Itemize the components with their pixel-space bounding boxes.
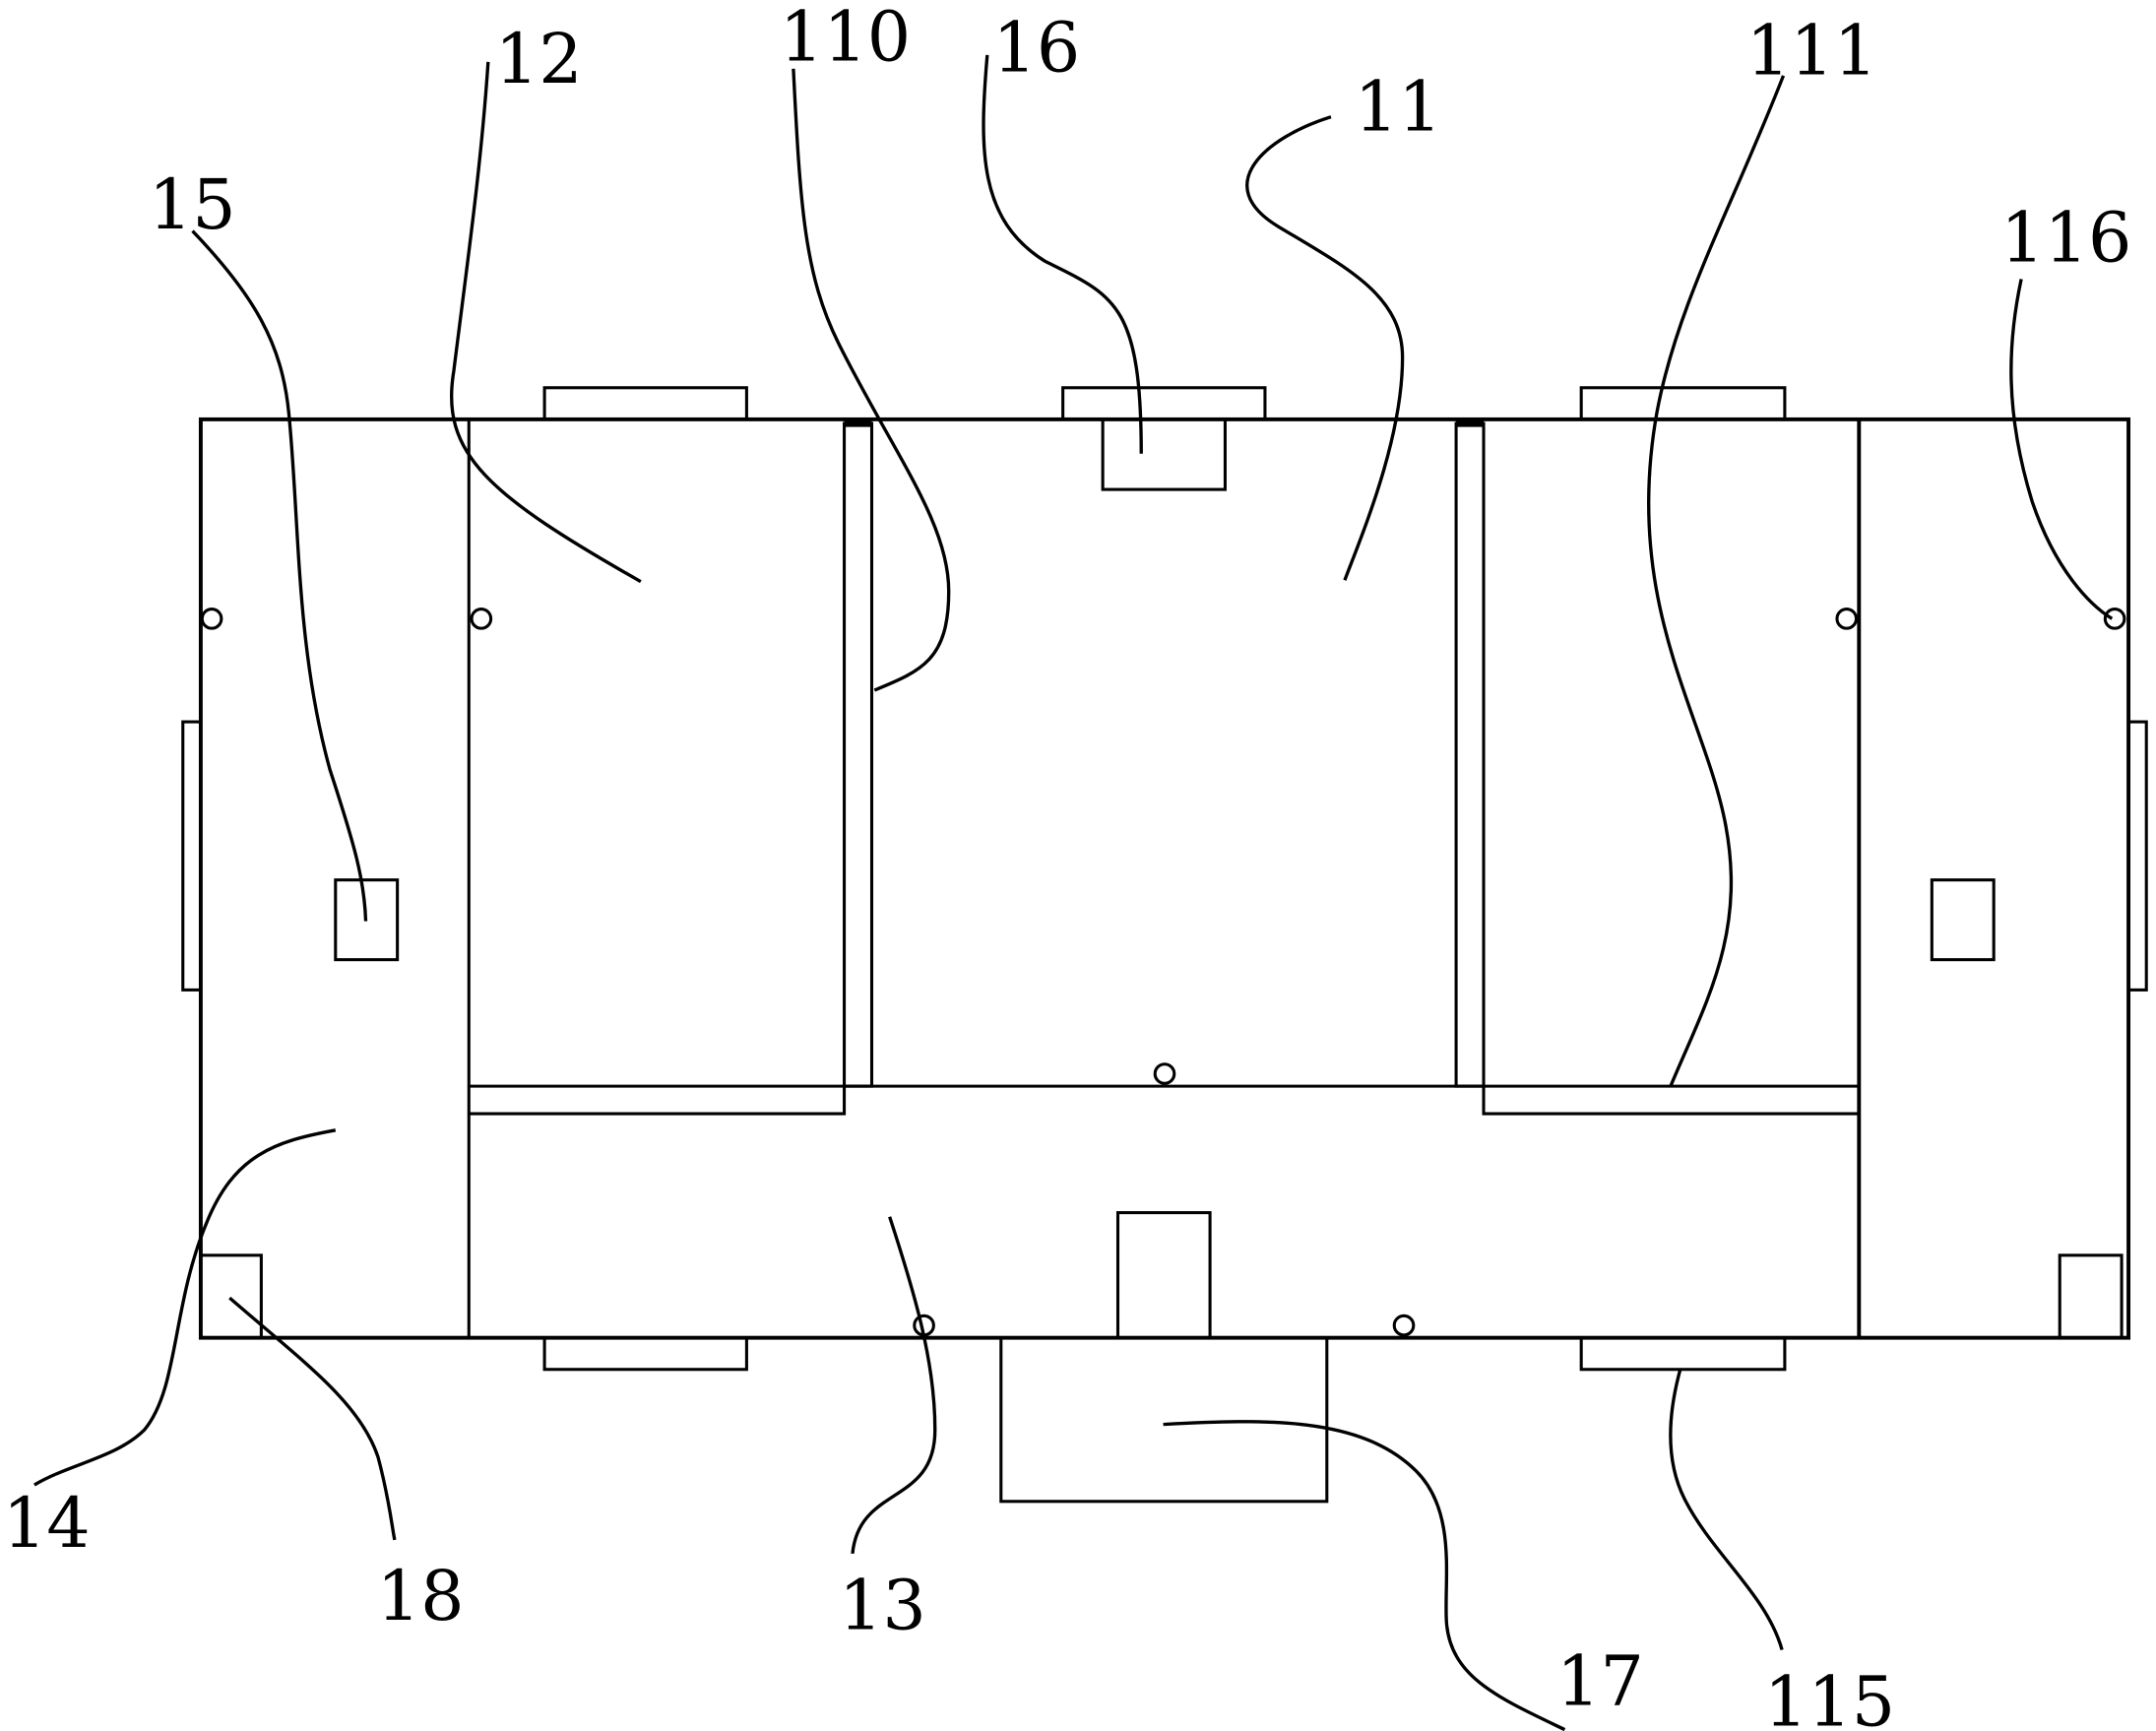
component-15 (334, 878, 400, 962)
label-110: 110 (780, 0, 911, 77)
leader-13 (851, 1216, 937, 1555)
rail-left-lower (469, 1086, 847, 1116)
side-tab-right (2126, 720, 2148, 992)
slot-right (1454, 421, 1486, 1088)
center-block (1115, 1211, 1212, 1340)
leader-16 (982, 54, 1143, 454)
leader-111 (1646, 75, 1786, 1087)
label-13: 13 (839, 1567, 926, 1646)
label-15: 15 (149, 165, 236, 245)
label-14: 14 (3, 1484, 91, 1564)
hole (1153, 1062, 1176, 1085)
side-tab-left (181, 720, 203, 992)
hole-116 (2103, 608, 2126, 630)
rail-right-lower (1482, 1086, 1860, 1116)
hole (200, 608, 223, 630)
component-18-mirror (2058, 1253, 2124, 1340)
label-16: 16 (992, 9, 1080, 89)
top-tab-right (1579, 386, 1787, 421)
bottom-tab-left (542, 1336, 748, 1372)
leader-15 (191, 229, 368, 922)
hole (1835, 608, 1859, 630)
leader-115 (1669, 1369, 1784, 1651)
leader-14 (33, 1128, 337, 1487)
top-tab-left (542, 386, 748, 421)
bottom-tab-right (1579, 1336, 1787, 1372)
component-17 (999, 1336, 1329, 1504)
label-111: 111 (1746, 11, 1877, 91)
leader-116 (2009, 279, 2114, 620)
leader-18 (228, 1296, 397, 1541)
leader-11 (1245, 115, 1405, 581)
label-115: 115 (1764, 1662, 1895, 1731)
component-16 (1101, 417, 1227, 491)
component-18 (199, 1253, 263, 1340)
leader-17 (1163, 1420, 1566, 1731)
label-17: 17 (1556, 1641, 1644, 1721)
outer-frame (198, 417, 2131, 1340)
top-tab-center (1061, 386, 1267, 421)
label-18: 18 (377, 1557, 465, 1636)
hole (470, 608, 493, 630)
label-12: 12 (495, 20, 583, 99)
hole (1392, 1314, 1416, 1337)
label-11: 11 (1355, 68, 1442, 148)
label-116: 116 (2000, 198, 2131, 278)
slot-left (843, 421, 874, 1088)
leader-110 (792, 68, 951, 692)
component-15-mirror (1930, 878, 1996, 962)
leader-12 (449, 61, 642, 584)
